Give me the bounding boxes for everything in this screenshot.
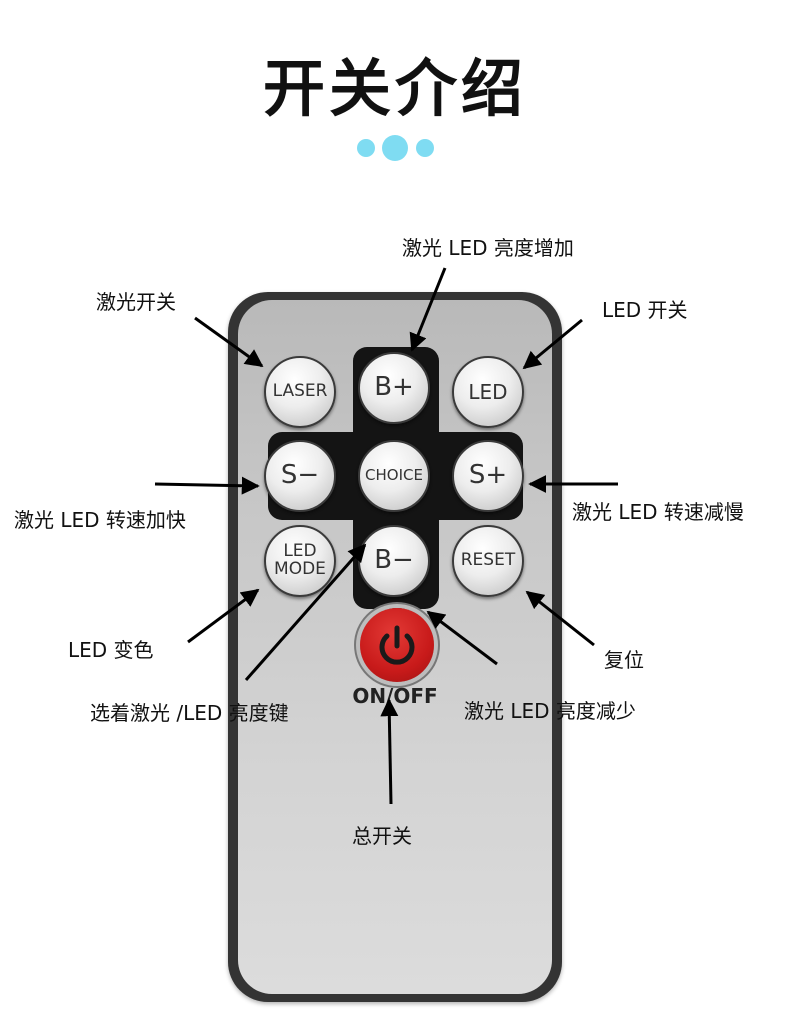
label-select-brightness: 选着激光 /LED 亮度键 bbox=[90, 701, 289, 725]
laser-button-label: LASER bbox=[272, 381, 328, 402]
label-laser-brightness-up: 激光 LED 亮度增加 bbox=[402, 236, 574, 260]
reset-button-label: RESET bbox=[460, 550, 516, 571]
power-button[interactable] bbox=[360, 608, 434, 682]
led-mode-label-line2: MODE bbox=[274, 559, 326, 579]
speed-down-button[interactable]: S− bbox=[264, 440, 336, 512]
label-reset: 复位 bbox=[604, 648, 644, 672]
speed-up-button[interactable]: S+ bbox=[452, 440, 524, 512]
choice-button[interactable]: CHOICE bbox=[358, 440, 430, 512]
arrow-laser-switch bbox=[194, 316, 264, 368]
label-laser-switch: 激光开关 bbox=[96, 290, 176, 314]
brightness-up-button-label: B+ bbox=[374, 372, 414, 403]
arrow-select-brightness bbox=[244, 543, 367, 681]
led-button[interactable]: LED bbox=[452, 356, 524, 428]
label-brightness-down: 激光 LED 亮度减少 bbox=[464, 699, 636, 723]
arrow-brightness-down bbox=[426, 610, 498, 666]
label-led-switch: LED 开关 bbox=[602, 298, 688, 322]
label-led-color: LED 变色 bbox=[68, 638, 154, 662]
arrow-brightness-up bbox=[409, 267, 447, 352]
decor-dot-right bbox=[416, 139, 434, 157]
speed-down-button-label: S− bbox=[280, 460, 320, 491]
laser-button[interactable]: LASER bbox=[264, 356, 336, 428]
arrow-led-color bbox=[187, 588, 260, 644]
speed-up-button-label: S+ bbox=[468, 460, 508, 491]
led-mode-label-line1: LED bbox=[283, 541, 317, 562]
label-main-switch: 总开关 bbox=[352, 824, 412, 848]
label-speed-down: 激光 LED 转速减慢 bbox=[572, 500, 744, 524]
choice-button-label: CHOICE bbox=[365, 466, 423, 485]
led-button-label: LED bbox=[468, 379, 508, 404]
label-speed-up: 激光 LED 转速加快 bbox=[14, 508, 186, 532]
decor-dot-left bbox=[357, 139, 375, 157]
brightness-up-button[interactable]: B+ bbox=[358, 352, 430, 424]
brightness-down-button-label: B− bbox=[374, 545, 414, 576]
arrow-reset bbox=[525, 590, 595, 647]
arrow-led-switch bbox=[522, 318, 583, 370]
power-icon bbox=[379, 625, 415, 665]
reset-button[interactable]: RESET bbox=[452, 525, 524, 597]
page-title: 开关介绍 bbox=[262, 52, 527, 125]
brightness-down-button[interactable]: B− bbox=[358, 525, 430, 597]
led-mode-button[interactable]: LED MODE bbox=[264, 525, 336, 597]
decor-dot-center bbox=[382, 135, 408, 161]
led-mode-label-group: LED MODE bbox=[274, 541, 326, 579]
arrow-main-switch bbox=[380, 698, 399, 805]
arrow-speed-up bbox=[154, 476, 260, 495]
